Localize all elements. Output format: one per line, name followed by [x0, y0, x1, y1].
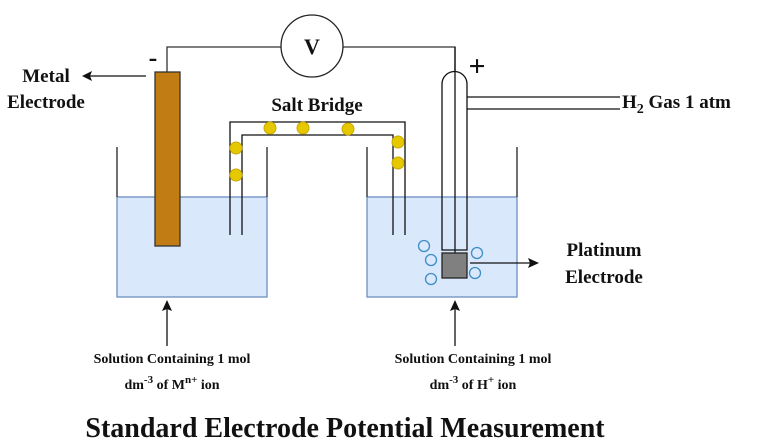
bubble	[424, 272, 438, 286]
voltmeter	[280, 14, 344, 78]
voltmeter-symbol: V	[304, 34, 320, 59]
salt-ion	[296, 121, 310, 135]
wire-left	[166, 46, 281, 72]
salt-ion	[391, 135, 405, 149]
right-solution-arrow	[450, 300, 460, 346]
left-solution	[116, 196, 268, 298]
metal-electrode-label-line1: Metal	[22, 66, 69, 87]
salt-ion	[263, 121, 277, 135]
diagram-title: Standard Electrode Potential Measurement	[85, 413, 605, 444]
positive-terminal-sign: +	[468, 50, 485, 83]
left-solution-label-line1: Solution Containing 1 mol	[94, 352, 251, 367]
wire-right	[343, 46, 456, 72]
bubble	[424, 253, 438, 267]
platinum-electrode-label-line1: Platinum	[567, 240, 642, 261]
hydrogen-bubbles	[417, 239, 484, 286]
hydrogen-electrode-tube	[441, 70, 468, 251]
salt-ion	[341, 122, 355, 136]
metal-electrode	[154, 71, 181, 247]
h2-gas-label: H2 Gas 1 atm	[622, 92, 731, 117]
right-solution-label-line2: dm-3 of H+ ion	[430, 374, 517, 393]
bubble	[468, 266, 482, 280]
negative-terminal-sign: -	[149, 43, 158, 72]
salt-bridge-inner	[241, 134, 394, 235]
platinum-electrode-arrow	[470, 258, 539, 268]
bubble	[417, 239, 431, 253]
salt-ion	[391, 156, 405, 170]
platinum-electrode	[441, 252, 468, 279]
salt-ion	[229, 141, 243, 155]
platinum-electrode-label-line2: Electrode	[565, 267, 643, 288]
metal-electrode-arrow	[82, 71, 146, 81]
salt-bridge-label: Salt Bridge	[271, 95, 362, 116]
salt-bridge-ions	[229, 121, 405, 182]
right-solution-label-line1: Solution Containing 1 mol	[395, 352, 552, 367]
salt-bridge-outer	[229, 121, 406, 235]
metal-electrode-label-line2: Electrode	[7, 92, 85, 113]
salt-ion	[229, 168, 243, 182]
left-solution-label-line2: dm-3 of Mn+ ion	[124, 374, 219, 393]
bubble	[470, 246, 484, 260]
left-solution-arrow	[162, 300, 172, 346]
